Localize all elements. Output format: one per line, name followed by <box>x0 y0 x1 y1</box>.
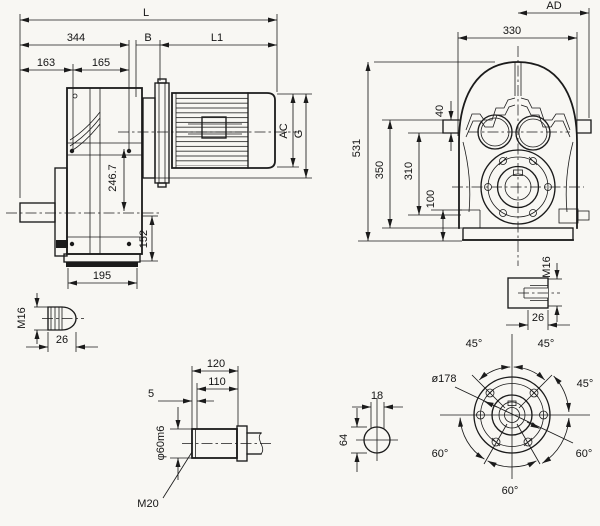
dim-label-40: 40 <box>434 105 446 117</box>
front-view: AD 330 531 350 310 100 40 <box>351 0 592 266</box>
flange-bolt-pattern-view: 45° 45° 45° 60° 60° 60° ø178 <box>431 334 593 497</box>
dim-label-26-left: 26 <box>56 334 68 346</box>
plug-body <box>47 306 77 331</box>
motor-adapter <box>142 97 156 179</box>
dim-label-64: 64 <box>338 434 350 446</box>
dim-label-350: 350 <box>374 161 386 179</box>
dim-label-dia178: ø178 <box>431 373 456 385</box>
dim-label-AC: AC <box>278 123 290 138</box>
dim-label-120: 120 <box>207 358 225 370</box>
shaft-end-detail: 120 110 5 φ60m6 M20 <box>137 358 272 510</box>
dim-label-163: 163 <box>37 57 55 69</box>
dim-label-195: 195 <box>93 270 111 282</box>
motor-terminal-box <box>201 116 227 139</box>
right-mount-tab <box>576 119 592 134</box>
plug-detail-right: M16 26 <box>506 256 570 330</box>
angle-label-45-topright: 45° <box>538 338 555 350</box>
corner-section-hatch <box>558 208 579 224</box>
dim-label-100: 100 <box>425 190 437 208</box>
dim-label-G: G <box>293 130 305 139</box>
gearbox-housing <box>66 87 143 255</box>
angle-label-45-right: 45° <box>577 378 594 390</box>
dim-label-26-right: 26 <box>532 312 544 324</box>
housing-base-pad <box>66 262 138 267</box>
motor-cooling-fins <box>176 95 248 166</box>
angle-label-60-bottom: 60° <box>502 485 519 497</box>
shaft-cross-section: 18 64 <box>338 390 403 472</box>
thread-label-m16-right: M16 <box>541 256 553 277</box>
dim-label-152: 152 <box>138 230 150 248</box>
dim-label-310: 310 <box>403 162 415 180</box>
dim-label-330: 330 <box>503 25 521 37</box>
housing-bolt-hole <box>72 93 78 99</box>
motor-flange <box>154 82 170 184</box>
angle-label-45-topleft: 45° <box>466 338 483 350</box>
dim-label-B: B <box>144 32 151 44</box>
dim-label-344: 344 <box>67 32 85 44</box>
dim-label-5: 5 <box>148 388 154 400</box>
tap-label-m20: M20 <box>137 498 158 510</box>
side-view: L 344 B L1 163 165 246.7 152 195 AC <box>6 7 312 289</box>
housing-base <box>63 253 141 263</box>
angle-label-60-right: 60° <box>576 448 593 460</box>
output-shaft <box>19 202 56 223</box>
dim-label-L: L <box>143 7 149 19</box>
angle-label-60-left: 60° <box>432 448 449 460</box>
dim-label-110: 110 <box>208 376 226 388</box>
dim-label-18: 18 <box>371 390 383 402</box>
dim-label-531: 531 <box>351 139 363 157</box>
dim-label-AD: AD <box>546 0 561 12</box>
dim-label-165: 165 <box>92 57 110 69</box>
plug-detail-left: M16 26 <box>16 293 98 352</box>
dim-label-dia60m6: φ60m6 <box>155 426 167 461</box>
thread-label-m16-left: M16 <box>16 307 28 328</box>
dim-label-246-7: 246.7 <box>107 164 119 192</box>
inspection-hole-right <box>515 115 551 151</box>
left-mount-tab <box>442 119 460 134</box>
motor-body <box>171 92 276 169</box>
dim-label-L1: L1 <box>211 32 223 44</box>
shaft-key-block <box>56 240 68 248</box>
